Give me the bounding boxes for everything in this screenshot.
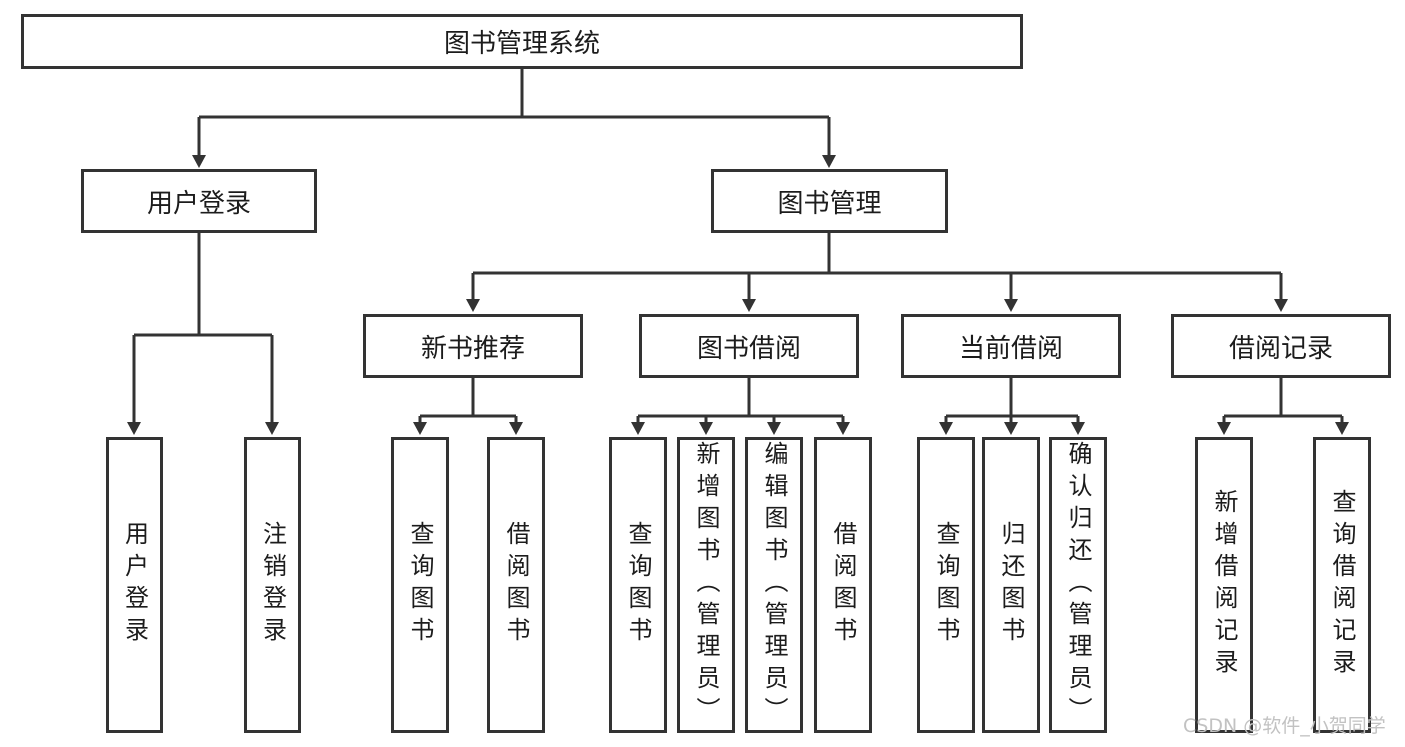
leaf-borrow-books-recommend: 借阅图书 xyxy=(487,437,545,733)
connector-root-branch xyxy=(197,69,831,156)
leaf-query-books-recommend: 查询图书 xyxy=(391,437,449,733)
leaf-query-borrow-record-label: 查询借阅记录 xyxy=(1328,489,1356,681)
leaf-return-books-label: 归还图书 xyxy=(997,521,1025,649)
connector-book-management-branch xyxy=(471,233,1283,301)
leaf-confirm-return-admin-label: 确认归还（管理员） xyxy=(1064,441,1092,729)
leaf-user-login-label: 用户登录 xyxy=(120,521,149,649)
leaf-logout-label: 注销登录 xyxy=(258,521,287,649)
connector-book-borrow-branch xyxy=(636,378,845,424)
connector-borrow-records-branch xyxy=(1222,378,1344,424)
leaf-query-books-current: 查询图书 xyxy=(917,437,975,733)
leaf-query-books-borrow-label: 查询图书 xyxy=(624,521,652,649)
node-borrow-records-label: 借阅记录 xyxy=(1228,333,1333,364)
leaf-return-books: 归还图书 xyxy=(982,437,1040,733)
csdn-watermark: CSDN @软件_小贺同学 xyxy=(1183,715,1386,737)
node-current-borrow: 当前借阅 xyxy=(901,314,1121,378)
node-user-login: 用户登录 xyxy=(81,169,317,233)
leaf-query-books-recommend-label: 查询图书 xyxy=(406,521,434,649)
connector-current-borrow-branch xyxy=(944,378,1080,424)
leaf-add-borrow-record: 新增借阅记录 xyxy=(1195,437,1253,733)
node-book-borrow-label: 图书借阅 xyxy=(696,333,801,364)
node-root: 图书管理系统 xyxy=(21,14,1023,69)
leaf-borrow-books-borrow-label: 借阅图书 xyxy=(829,521,857,649)
leaf-edit-book-admin-label: 编辑图书（管理员） xyxy=(760,441,788,729)
node-book-management-label: 图书管理 xyxy=(777,188,882,219)
leaf-logout: 注销登录 xyxy=(244,437,301,733)
node-user-login-label: 用户登录 xyxy=(146,188,251,219)
leaf-query-books-current-label: 查询图书 xyxy=(932,521,960,649)
leaf-query-books-borrow: 查询图书 xyxy=(609,437,667,733)
node-borrow-records: 借阅记录 xyxy=(1171,314,1391,378)
node-root-label: 图书管理系统 xyxy=(443,29,600,59)
leaf-edit-book-admin: 编辑图书（管理员） xyxy=(745,437,803,733)
leaf-user-login: 用户登录 xyxy=(106,437,163,733)
leaf-add-book-admin-label: 新增图书（管理员） xyxy=(692,441,720,729)
node-new-book-recommend-label: 新书推荐 xyxy=(420,333,525,364)
node-current-borrow-label: 当前借阅 xyxy=(958,333,1063,364)
leaf-confirm-return-admin: 确认归还（管理员） xyxy=(1049,437,1107,733)
node-book-borrow: 图书借阅 xyxy=(639,314,859,378)
leaf-borrow-books-borrow: 借阅图书 xyxy=(814,437,872,733)
leaf-add-borrow-record-label: 新增借阅记录 xyxy=(1210,489,1238,681)
connector-new-book-branch xyxy=(418,378,518,424)
leaf-query-borrow-record: 查询借阅记录 xyxy=(1313,437,1371,733)
connector-user-login-branch xyxy=(132,233,274,424)
leaf-borrow-books-recommend-label: 借阅图书 xyxy=(502,521,530,649)
node-new-book-recommend: 新书推荐 xyxy=(363,314,583,378)
node-book-management: 图书管理 xyxy=(711,169,948,233)
leaf-add-book-admin: 新增图书（管理员） xyxy=(677,437,735,733)
